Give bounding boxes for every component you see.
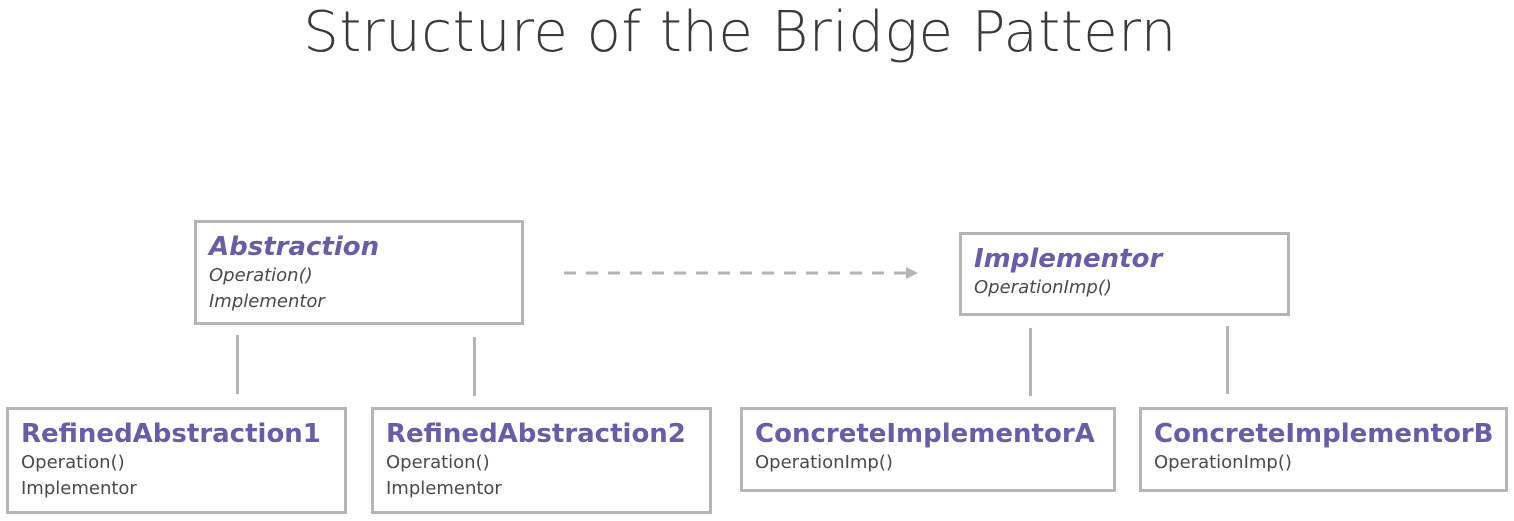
connector-abstraction-refined1: [236, 335, 239, 394]
concrete-implementor-b-class-box: ConcreteImplementorB OperationImp(): [1139, 407, 1508, 492]
concrete-implementor-b-member-operationimp: OperationImp(): [1154, 452, 1292, 473]
implementor-member-operationimp: OperationImp(): [974, 277, 1112, 298]
refined-abstraction-1-member-operation: Operation(): [21, 452, 125, 473]
diagram-title: Structure of the Bridge Pattern: [303, 0, 1177, 65]
connector-abstraction-refined2: [473, 337, 476, 396]
abstraction-class-box: Abstraction Operation() Implementor: [194, 220, 524, 325]
abstraction-class-name: Abstraction: [209, 232, 380, 262]
concrete-implementor-b-class-name: ConcreteImplementorB: [1154, 419, 1494, 449]
concrete-implementor-a-class-box: ConcreteImplementorA OperationImp(): [740, 407, 1116, 492]
implementor-class-name: Implementor: [974, 244, 1163, 274]
refined-abstraction-2-class-name: RefinedAbstraction2: [386, 419, 686, 449]
abstraction-member-operation: Operation(): [209, 265, 313, 286]
abstraction-member-implementor: Implementor: [209, 291, 325, 312]
implementor-class-box: Implementor OperationImp(): [959, 232, 1290, 316]
refined-abstraction-2-member-operation: Operation(): [386, 452, 490, 473]
connector-implementor-concrete-b: [1226, 326, 1229, 394]
concrete-implementor-a-member-operationimp: OperationImp(): [755, 452, 893, 473]
refined-abstraction-2-class-box: RefinedAbstraction2 Operation() Implemen…: [371, 407, 712, 514]
refined-abstraction-1-member-implementor: Implementor: [21, 478, 137, 499]
connector-implementor-concrete-a: [1029, 328, 1032, 396]
association-arrow: [564, 267, 918, 279]
concrete-implementor-a-class-name: ConcreteImplementorA: [755, 419, 1095, 449]
refined-abstraction-2-member-implementor: Implementor: [386, 478, 502, 499]
refined-abstraction-1-class-name: RefinedAbstraction1: [21, 419, 321, 449]
refined-abstraction-1-class-box: RefinedAbstraction1 Operation() Implemen…: [6, 407, 347, 514]
